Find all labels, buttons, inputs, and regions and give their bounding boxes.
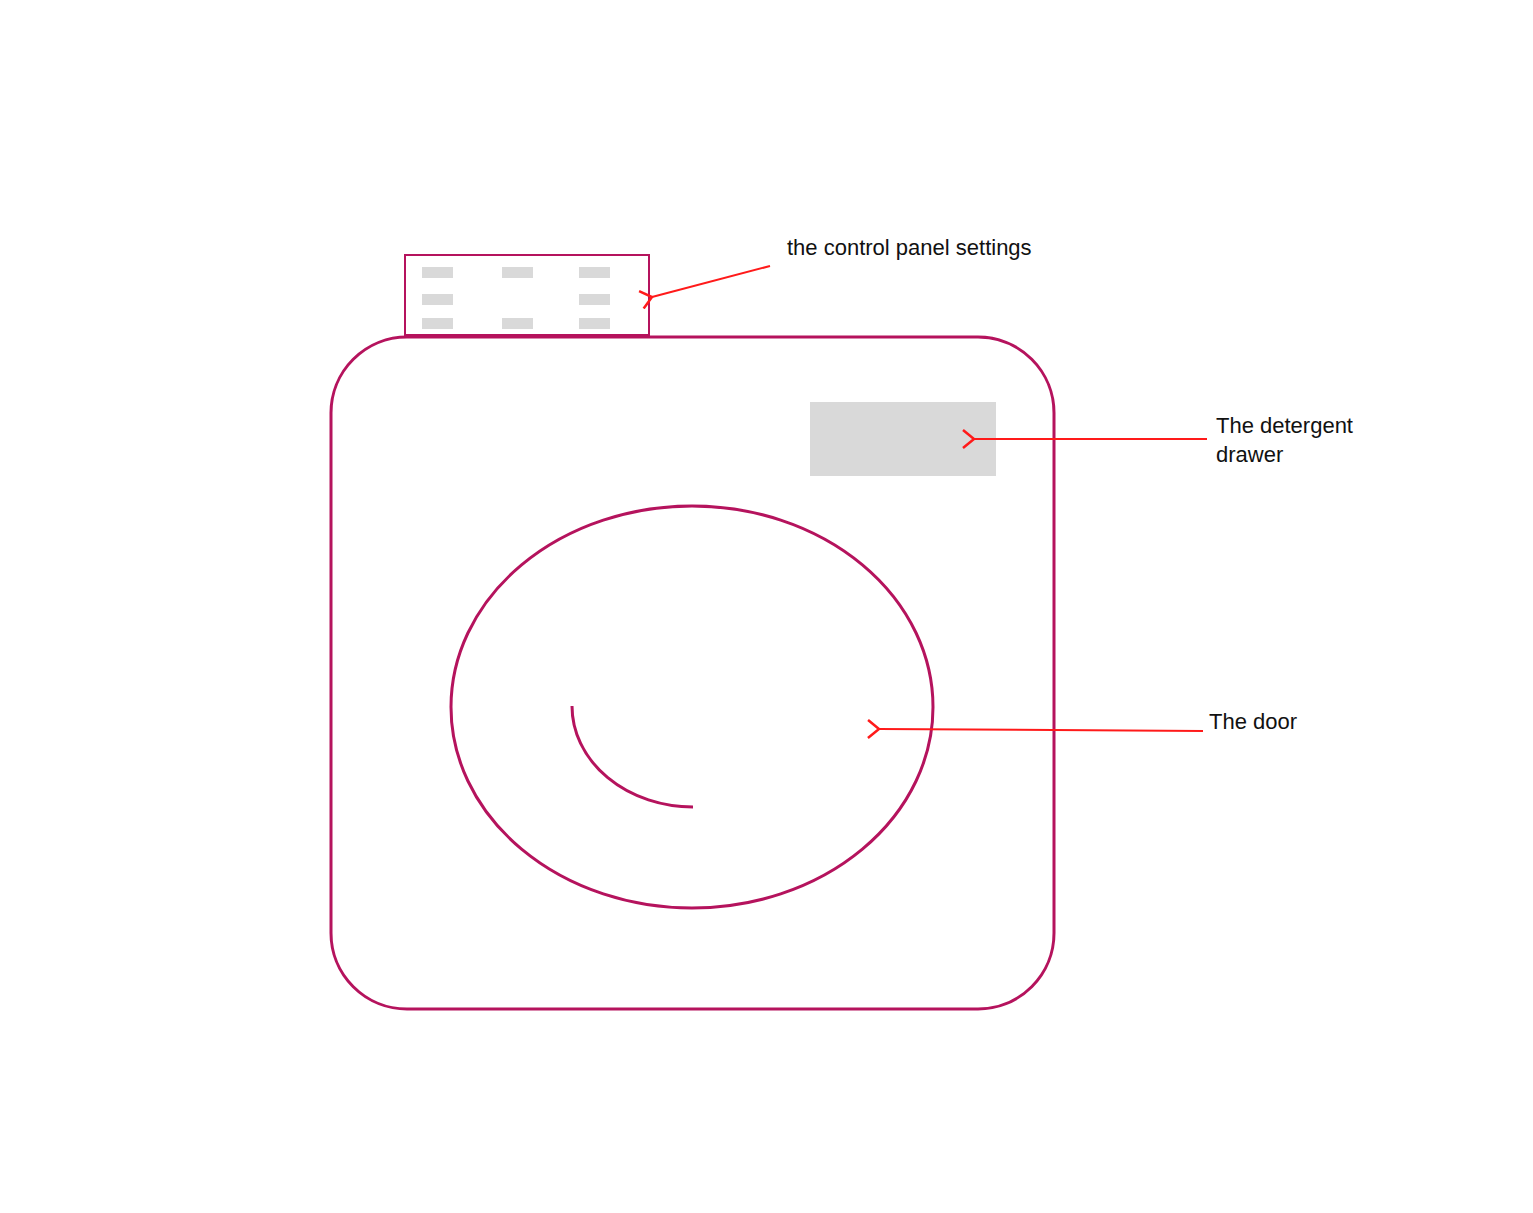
detergent-drawer xyxy=(810,402,996,476)
callout-label: The detergent drawer xyxy=(1216,411,1396,469)
callout-label: the control panel settings xyxy=(787,233,1107,262)
panel-buttons xyxy=(422,267,610,329)
door-handle xyxy=(572,706,693,807)
leader-arrow xyxy=(974,438,1207,440)
machine-body xyxy=(331,337,1054,1009)
control-panel xyxy=(405,255,649,335)
callout-label: The door xyxy=(1209,707,1409,736)
leader-arrow xyxy=(879,729,1203,731)
leader-arrow xyxy=(652,266,770,297)
door xyxy=(451,506,933,908)
